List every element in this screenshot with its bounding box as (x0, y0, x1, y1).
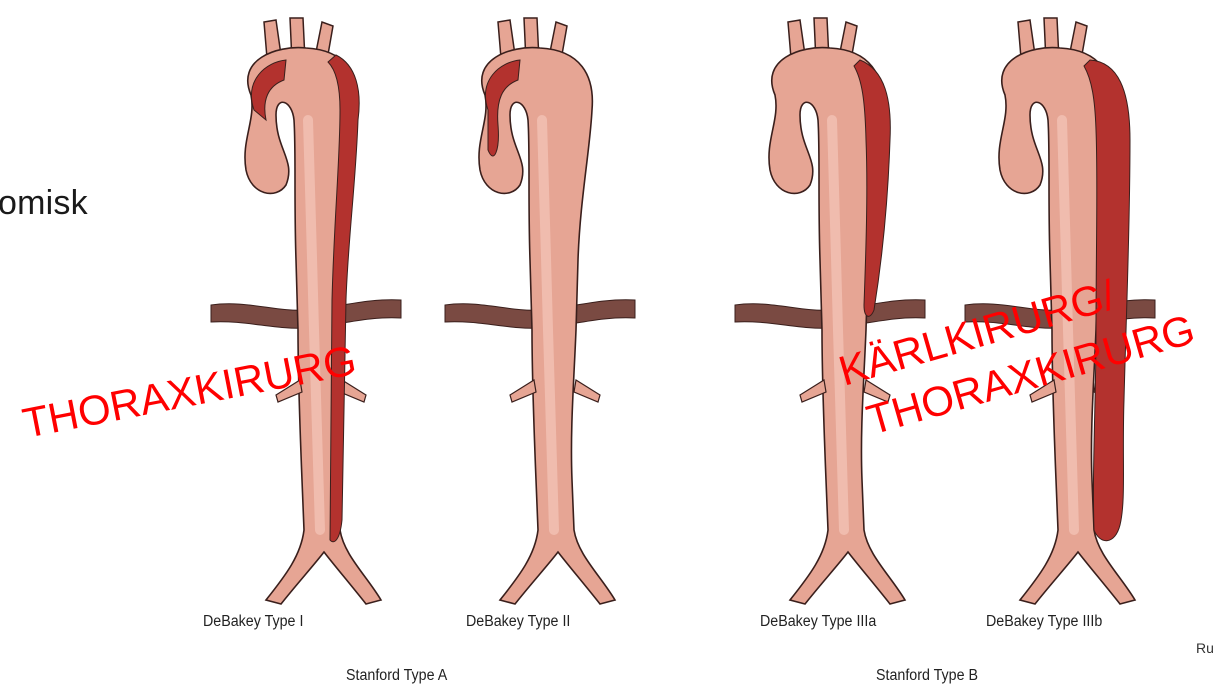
aorta-debakey-type-2 (445, 18, 635, 604)
aorta-debakey-type-1 (211, 18, 401, 604)
aorta-debakey-type-3a (735, 18, 925, 604)
